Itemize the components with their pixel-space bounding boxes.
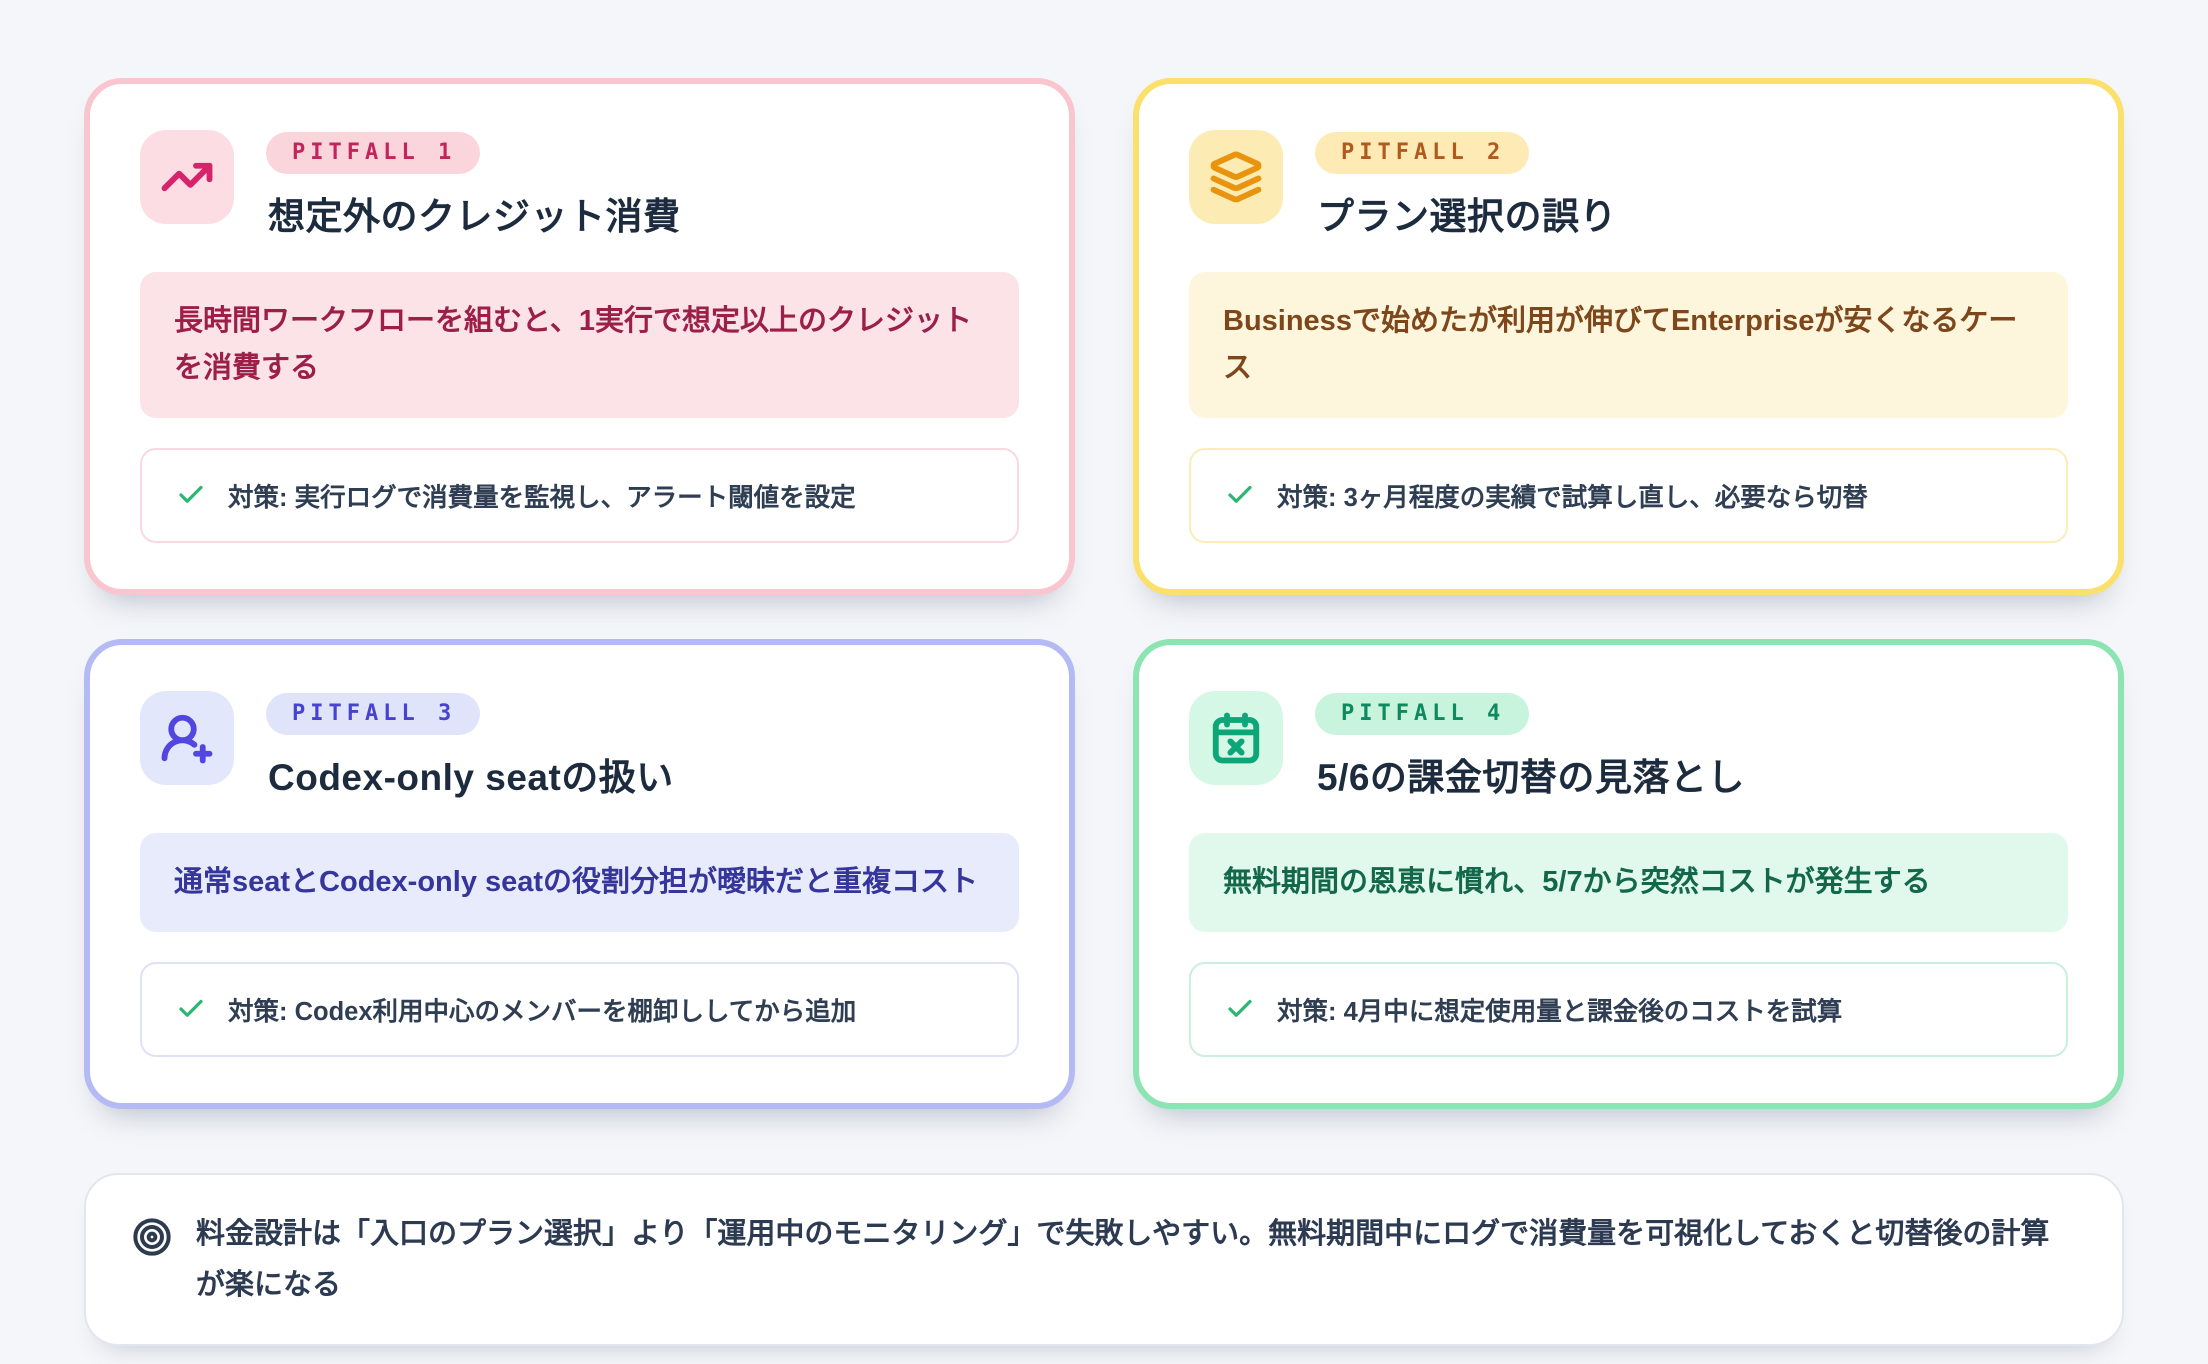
pitfall-title: 5/6の課金切替の見落とし — [1317, 756, 1745, 798]
calendar-x-icon — [1189, 690, 1283, 785]
countermeasure-text: 対策: 4月中に想定使用量と課金後のコストを試算 — [1277, 997, 1843, 1026]
countermeasure-text: 対策: 実行ログで消費量を監視し、アラート閾値を設定 — [228, 483, 856, 512]
pitfall-description: 長時間ワークフローを組むと、1実行で想定以上のクレジットを消費する — [140, 272, 1019, 418]
pitfall-description: 通常seatとCodex-only seatの役割分担が曖昧だと重複コスト — [140, 832, 1019, 932]
pitfall-card-2: PITFALL 2 プラン選択の誤り Businessで始めたが利用が伸びてEn… — [1133, 78, 2124, 595]
card-header-text: PITFALL 2 プラン選択の誤り — [1315, 130, 1617, 240]
summary-note: 料金設計は「入口のプラン選択」より「運用中のモニタリング」で失敗しやすい。無料期… — [84, 1172, 2124, 1347]
card-header: PITFALL 4 5/6の課金切替の見落とし — [1189, 690, 2068, 801]
user-plus-icon — [140, 690, 234, 785]
pitfall-title: プラン選択の誤り — [1317, 196, 1617, 237]
check-icon — [1225, 480, 1255, 510]
card-header: PITFALL 2 プラン選択の誤り — [1189, 130, 2068, 240]
pitfall-description: Businessで始めたが利用が伸びてEnterpriseが安くなるケース — [1189, 272, 2068, 418]
card-header-text: PITFALL 1 想定外のクレジット消費 — [266, 130, 681, 240]
layers-icon — [1189, 130, 1283, 224]
pitfall-title: 想定外のクレジット消費 — [268, 196, 681, 237]
summary-text: 料金設計は「入口のプラン選択」より「運用中のモニタリング」で失敗しやすい。無料期… — [196, 1217, 2050, 1301]
pitfall-grid: PITFALL 1 想定外のクレジット消費 長時間ワークフローを組むと、1実行で… — [84, 78, 2124, 1109]
pitfall-badge: PITFALL 2 — [1315, 132, 1530, 174]
check-icon — [176, 480, 206, 510]
pitfall-card-1: PITFALL 1 想定外のクレジット消費 長時間ワークフローを組むと、1実行で… — [84, 78, 1075, 595]
countermeasure-box: 対策: 実行ログで消費量を監視し、アラート閾値を設定 — [140, 447, 1019, 543]
countermeasure-box: 対策: 3ヶ月程度の実績で試算し直し、必要なら切替 — [1189, 447, 2068, 543]
pitfall-description: 無料期間の恩恵に慣れ、5/7から突然コストが発生する — [1189, 832, 2068, 932]
card-header-text: PITFALL 3 Codex-only seatの扱い — [266, 691, 674, 801]
card-header: PITFALL 1 想定外のクレジット消費 — [140, 130, 1019, 240]
countermeasure-box: 対策: 4月中に想定使用量と課金後のコストを試算 — [1189, 961, 2068, 1057]
check-icon — [1225, 994, 1255, 1024]
pitfall-badge: PITFALL 1 — [266, 132, 481, 174]
card-header-text: PITFALL 4 5/6の課金切替の見落とし — [1315, 691, 1745, 801]
pitfall-card-3: PITFALL 3 Codex-only seatの扱い 通常seatとCode… — [84, 638, 1075, 1109]
card-header: PITFALL 3 Codex-only seatの扱い — [140, 690, 1019, 801]
trending-up-icon — [140, 130, 234, 224]
countermeasure-text: 対策: 3ヶ月程度の実績で試算し直し、必要なら切替 — [1277, 483, 1868, 512]
pitfall-card-4: PITFALL 4 5/6の課金切替の見落とし 無料期間の恩恵に慣れ、5/7から… — [1133, 638, 2124, 1109]
pitfall-title: Codex-only seatの扱い — [268, 756, 674, 798]
countermeasure-text: 対策: Codex利用中心のメンバーを棚卸ししてから追加 — [228, 997, 857, 1026]
pitfall-badge: PITFALL 3 — [266, 692, 481, 735]
target-icon — [132, 1217, 172, 1262]
check-icon — [176, 994, 206, 1024]
countermeasure-box: 対策: Codex利用中心のメンバーを棚卸ししてから追加 — [140, 961, 1019, 1057]
pitfall-badge: PITFALL 4 — [1315, 692, 1530, 735]
